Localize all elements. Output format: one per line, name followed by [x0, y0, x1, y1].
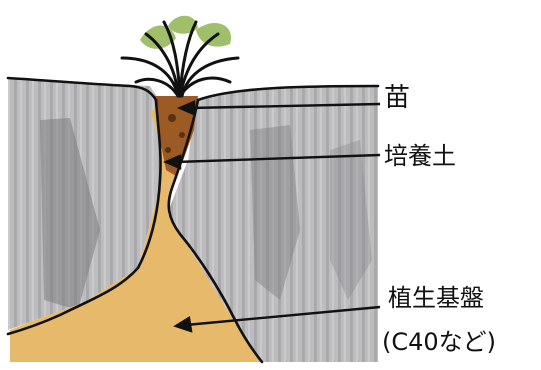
outline-strokes: [6, 76, 380, 364]
soil-speck: [165, 147, 171, 153]
leaf-green-top: [168, 15, 198, 34]
pit-wall-left: [6, 98, 162, 336]
ground-surface-left: [6, 76, 158, 102]
arrowhead-soil: [162, 154, 182, 170]
leaf-blade: [178, 76, 232, 98]
label-planting-base-example: (C40など): [382, 328, 496, 356]
seedling: [120, 15, 240, 98]
leader-line-seedling: [189, 102, 381, 110]
ground-surface-right: [196, 84, 380, 102]
arrowhead-seedling: [176, 100, 196, 116]
leaf-blade: [144, 32, 180, 98]
soil-speck: [179, 132, 185, 138]
leaf-blade: [178, 32, 220, 98]
label-seedling: 苗: [384, 83, 410, 113]
label-planting-base: 植生基盤: [388, 284, 484, 312]
label-potting-soil: 培養土: [384, 142, 456, 170]
leader-lines: [162, 100, 381, 333]
planting-base-area: [10, 108, 262, 362]
rock-shade-right: [250, 125, 300, 300]
rock-shade-left: [40, 118, 100, 310]
leaf-blade: [134, 77, 180, 98]
rock-shade-far-right: [330, 140, 372, 300]
arrowhead-base: [173, 316, 193, 333]
potting-soil-plug: [154, 96, 198, 176]
leaf-green-right: [196, 22, 232, 47]
rock-ground: [8, 78, 378, 362]
pit-wall-right: [167, 98, 264, 364]
leader-line-soil: [175, 153, 381, 164]
soil-speck: [168, 114, 176, 122]
leader-line-base: [185, 305, 381, 327]
